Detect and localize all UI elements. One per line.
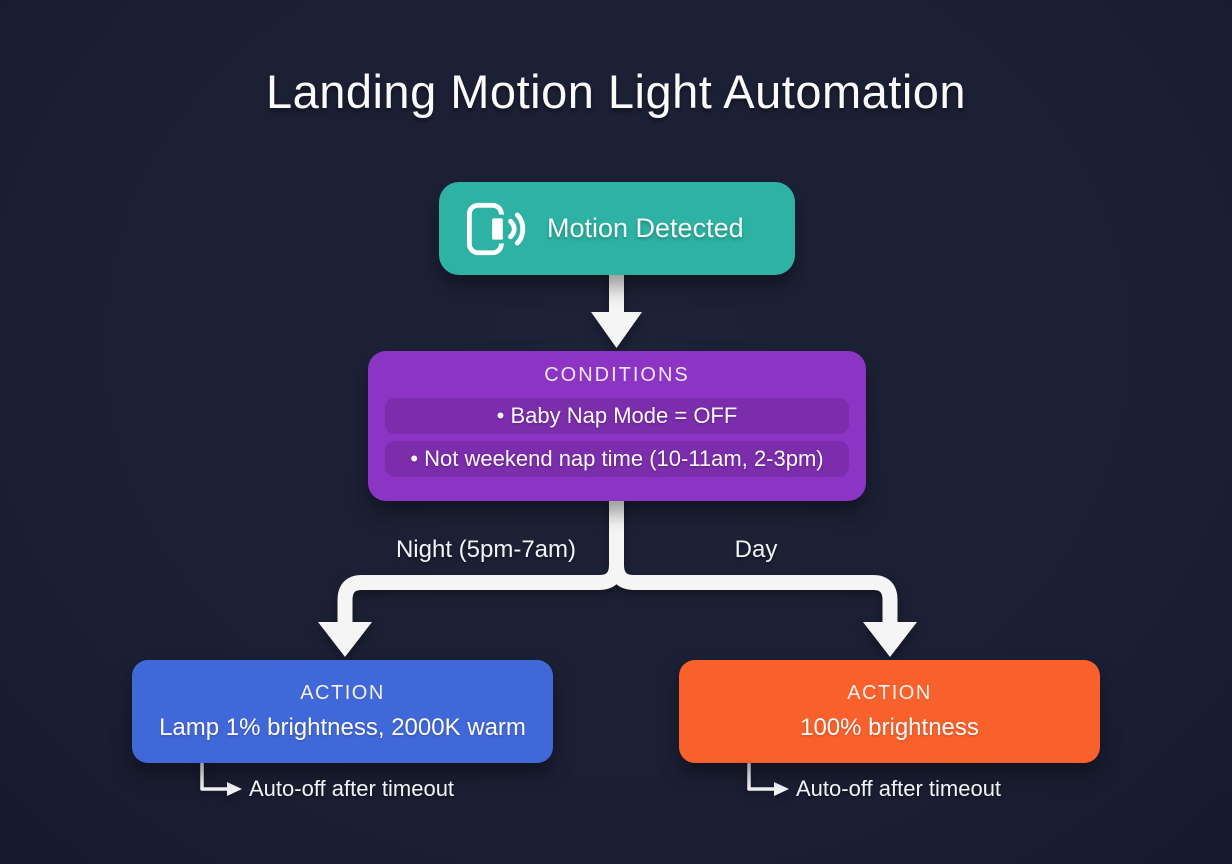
night-action-node: ACTION Lamp 1% brightness, 2000K warm (132, 660, 553, 763)
night-arrowhead-icon (318, 622, 372, 657)
night-action-header: ACTION (300, 681, 385, 704)
night-branch-label: Night (5pm-7am) (395, 536, 577, 563)
day-action-header: ACTION (847, 681, 932, 704)
condition-item: • Baby Nap Mode = OFF (385, 398, 849, 434)
day-arrowhead-icon (863, 622, 917, 657)
day-branch-label: Day (734, 536, 778, 563)
night-autooff-label: Auto-off after timeout (249, 776, 455, 801)
condition-item: • Not weekend nap time (10-11am, 2-3pm) (385, 441, 849, 477)
day-action-node: ACTION 100% brightness (679, 660, 1100, 763)
day-action-description: 100% brightness (800, 713, 979, 741)
conditions-header: CONDITIONS (544, 364, 690, 386)
trigger-node: Motion Detected (439, 182, 795, 275)
night-autooff-connector (200, 762, 242, 796)
day-autooff-connector (747, 762, 789, 796)
trigger-label: Motion Detected (547, 213, 744, 243)
day-autooff-label: Auto-off after timeout (796, 776, 1002, 801)
page-title: Landing Motion Light Automation (265, 65, 967, 118)
motion-sensor-icon (466, 202, 526, 255)
conditions-node: CONDITIONS • Baby Nap Mode = OFF • Not w… (368, 351, 866, 501)
trigger-to-conditions-arrow (591, 272, 642, 348)
conditions-branch-connector (318, 499, 917, 657)
night-action-description: Lamp 1% brightness, 2000K warm (159, 713, 526, 741)
